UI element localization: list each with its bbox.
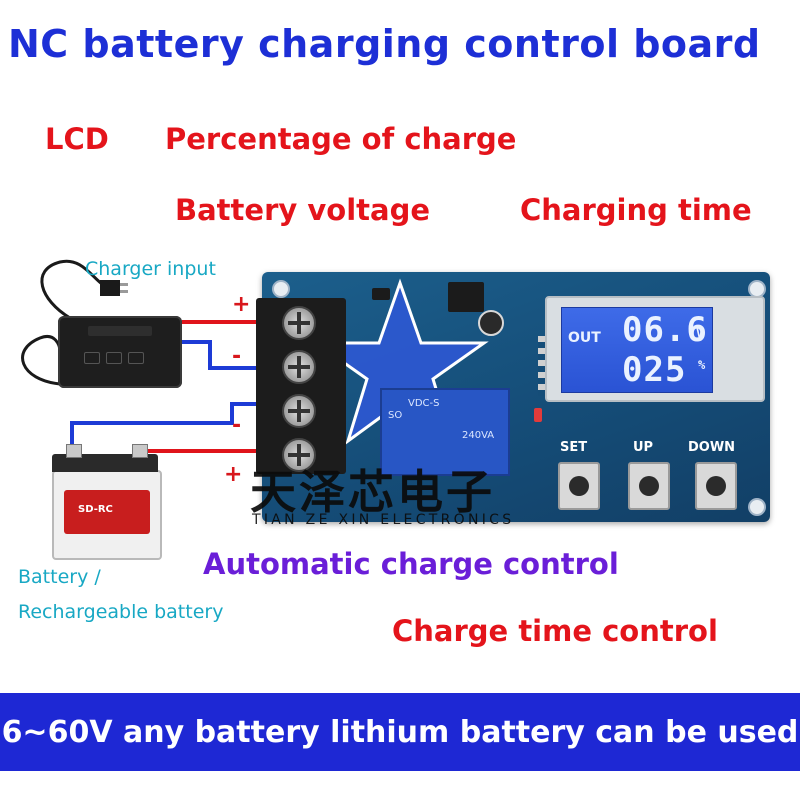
percentage-label: Percentage of charge [165, 122, 517, 156]
voltage-label: Battery voltage [175, 193, 430, 227]
charger-positive-sign: + [232, 292, 251, 317]
terminal-screw[interactable] [282, 350, 316, 384]
watermark-chinese: 天泽芯电子 [250, 465, 495, 519]
watermark-english: TIAN ZE XIN ELECTRONICS [252, 512, 515, 528]
up-button-label: UP [633, 440, 654, 455]
terminal-block [256, 298, 346, 474]
regulator-chip [448, 282, 484, 312]
relay: SO VDC-S 240VA [380, 388, 510, 476]
set-button[interactable] [558, 462, 600, 510]
battery-positive-sign: + [224, 462, 243, 487]
charging-time-label: Charging time [520, 193, 752, 227]
terminal-screw[interactable] [282, 438, 316, 472]
wire-charger-negative [182, 340, 300, 370]
lcd-voltage-unit: V [696, 326, 704, 340]
battery-label: Battery / [18, 566, 101, 588]
charger-cable-loop [21, 335, 62, 386]
charger-input-label: Charger input [85, 258, 216, 280]
relay-spec: 240VA [462, 430, 495, 441]
component-chip [372, 288, 390, 300]
charger-cable [40, 259, 111, 320]
led-indicator [534, 408, 542, 422]
automatic-charge-label: Automatic charge control [203, 547, 619, 581]
terminal-screw[interactable] [282, 394, 316, 428]
capacitor [478, 310, 504, 336]
down-button-label: DOWN [688, 440, 736, 455]
lcd-screen: OUT 06.6 V 025 % [561, 307, 713, 393]
set-button-label: SET [560, 440, 588, 455]
relay-brand: SO [388, 410, 403, 421]
charger-plug [100, 280, 120, 296]
banner-text: 6~60V any battery lithium battery can be… [1, 714, 799, 750]
battery-brand: SD-RC [78, 504, 113, 515]
lcd-mode: OUT [568, 330, 601, 346]
pin-header [538, 336, 548, 396]
charger-adapter [58, 316, 182, 388]
up-button[interactable] [628, 462, 670, 510]
lcd-frame: OUT 06.6 V 025 % [545, 296, 765, 402]
lcd-label: LCD [45, 122, 109, 156]
down-button[interactable] [695, 462, 737, 510]
battery: SD-RC [52, 444, 162, 560]
lcd-percent: 025 [622, 350, 687, 390]
rechargeable-battery-label: Rechargeable battery [18, 601, 224, 623]
terminal-screw[interactable] [282, 306, 316, 340]
charge-time-control-label: Charge time control [392, 614, 718, 648]
charger-negative-sign: - [232, 344, 242, 369]
wire-battery-negative [70, 402, 300, 470]
lcd-percent-unit: % [698, 358, 706, 372]
battery-negative-sign: - [232, 413, 242, 438]
page-title: NC battery charging control board [8, 22, 761, 66]
lcd-voltage: 06.6 [622, 310, 708, 350]
voltage-banner: 6~60V any battery lithium battery can be… [0, 693, 800, 771]
relay-model: VDC-S [408, 398, 440, 409]
